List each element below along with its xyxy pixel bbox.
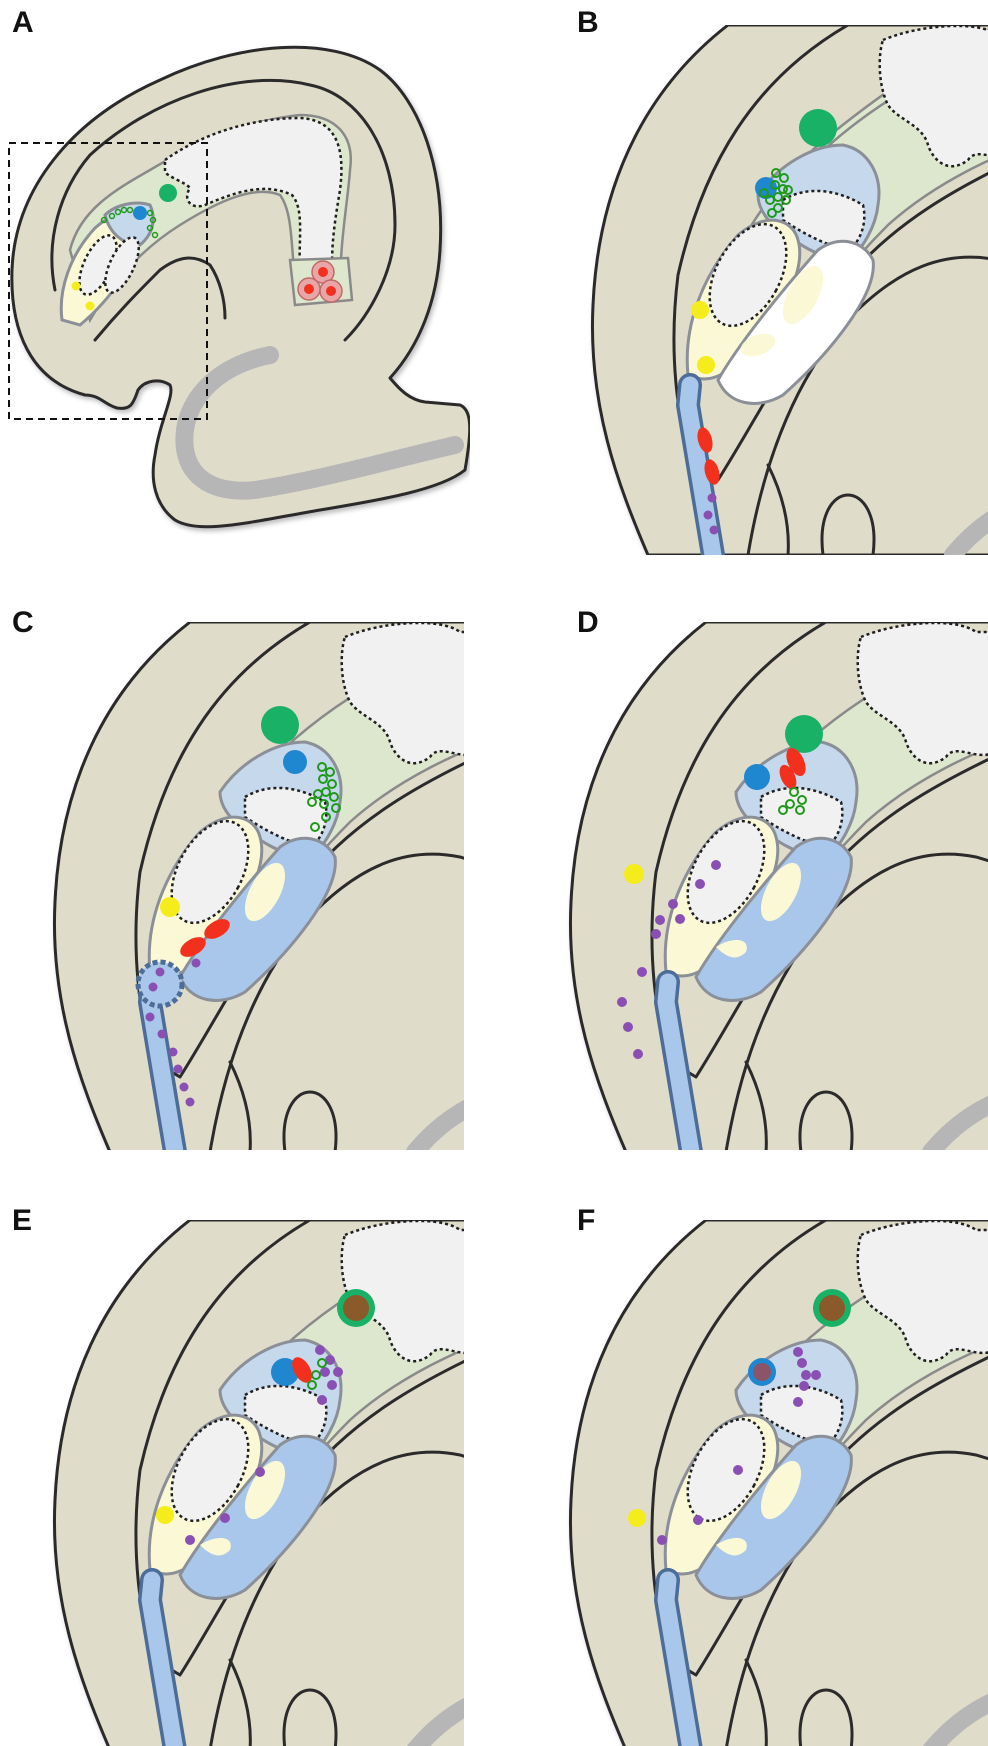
panel-f: F (570, 1204, 988, 1746)
yellow-cell (86, 302, 95, 311)
red-cell (318, 267, 328, 277)
panel-d: D (570, 606, 988, 1152)
green-cell (159, 184, 177, 202)
red-cell (326, 286, 336, 296)
panel-label-a: A (12, 6, 34, 39)
red-cell (304, 284, 314, 294)
panel-c: C (12, 606, 510, 1152)
panel-b: B (577, 6, 988, 555)
panel-label-e: E (12, 1204, 32, 1237)
panel-e: E (12, 1204, 510, 1746)
panel-a: A (9, 6, 470, 527)
blue-cell (133, 206, 147, 220)
panel-label-f: F (577, 1204, 595, 1237)
yellow-cell (72, 282, 81, 291)
panel-label-d: D (577, 606, 599, 639)
panel-label-b: B (577, 6, 599, 39)
panel-label-c: C (12, 606, 34, 639)
